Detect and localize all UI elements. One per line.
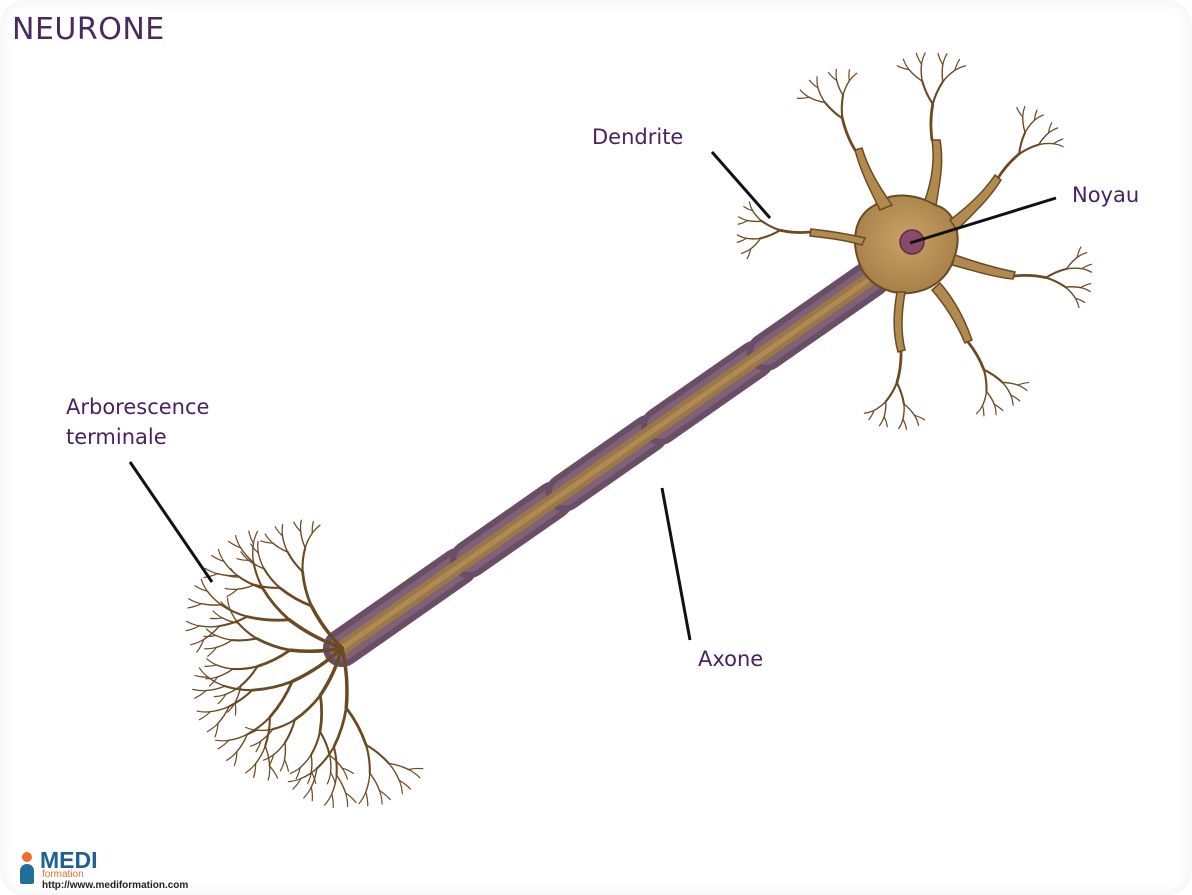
leader-line-arborescence (130, 462, 212, 582)
label-dendrite: Dendrite (592, 122, 683, 152)
label-arborescence-line2: terminale (66, 422, 286, 452)
label-arborescence-terminale: Arborescence terminale (66, 392, 286, 452)
logo-subtitle: formation (42, 870, 84, 880)
logo: MEDI formation http://www.mediformation.… (20, 848, 240, 894)
label-arborescence-line1: Arborescence (66, 392, 286, 422)
terminal-arborization (186, 520, 423, 807)
label-noyau: Noyau (1072, 180, 1139, 210)
leader-line-axone (662, 488, 690, 640)
leader-line-dendrite (712, 152, 770, 218)
logo-icon (20, 852, 34, 884)
logo-url: http://www.mediformation.com (42, 880, 188, 892)
label-axone: Axone (698, 644, 763, 674)
